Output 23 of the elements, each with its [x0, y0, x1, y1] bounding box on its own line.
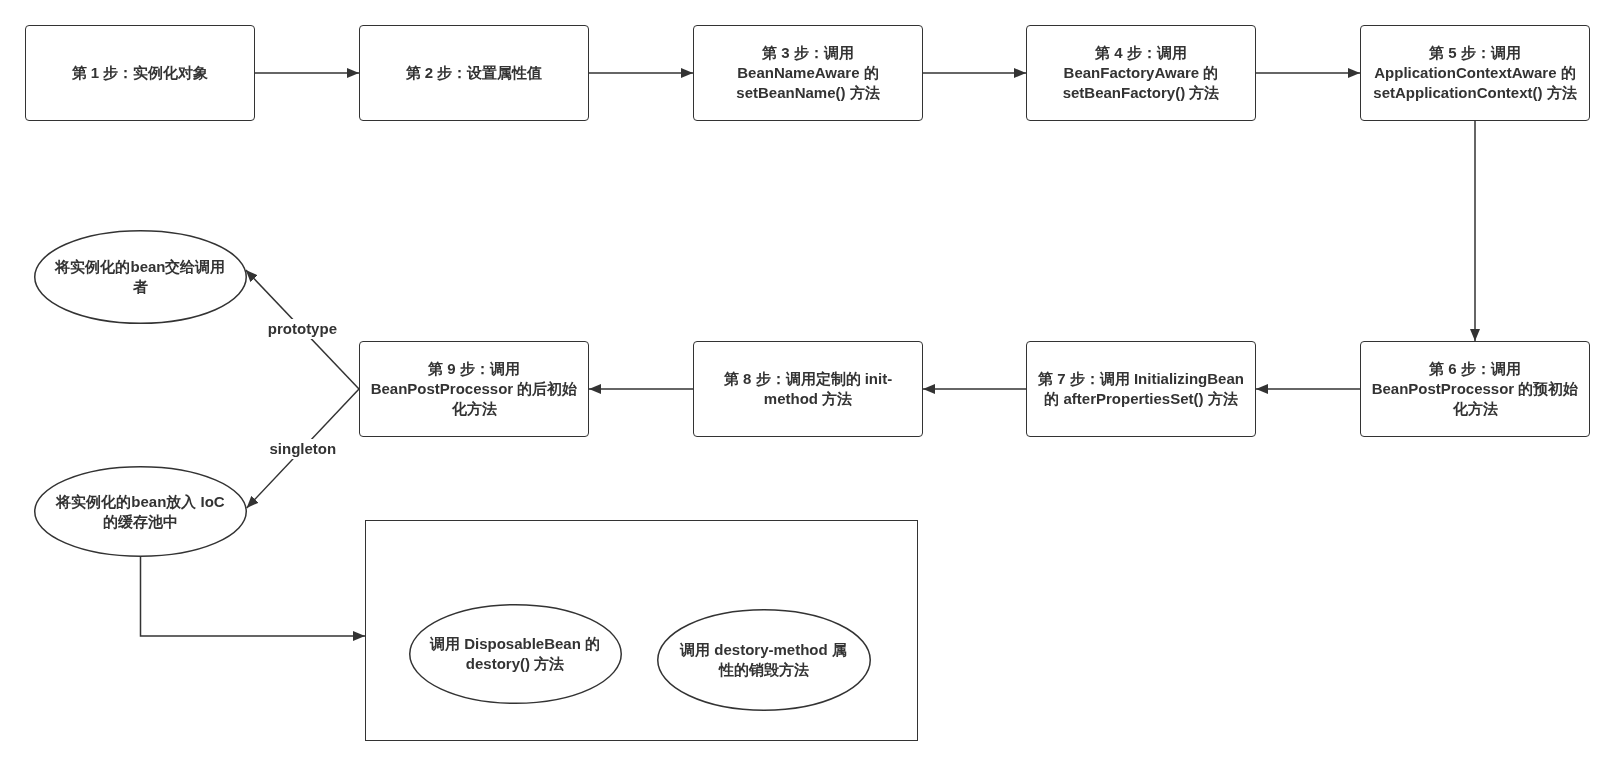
process-box: 第 4 步：调用 BeanFactoryAware 的 setBeanFactory() 方法 — [1026, 25, 1256, 121]
process-box: 第 6 步：调用 BeanPostProcessor 的预初始化方法 — [1360, 341, 1590, 437]
container-box — [365, 520, 918, 741]
process-box: 第 1 步：实例化对象 — [25, 25, 255, 121]
arrow — [922, 68, 1027, 78]
arrow — [139, 556, 366, 641]
process-box: 第 8 步：调用定制的 init-method 方法 — [693, 341, 923, 437]
process-ellipse: 调用 DisposableBean 的 destory() 方法 — [408, 603, 622, 704]
process-box: 第 9 步：调用 BeanPostProcessor 的后初始化方法 — [359, 341, 589, 437]
process-box: 第 5 步：调用 ApplicationContextAware 的 setApplicationContext() 方法 — [1360, 25, 1590, 121]
process-box: 第 2 步：设置属性值 — [359, 25, 589, 121]
process-box: 第 7 步：调用 InitializingBean 的 afterPropertiesSet() 方法 — [1026, 341, 1256, 437]
arrow — [1255, 68, 1361, 78]
arrow — [588, 384, 694, 394]
arrow — [922, 384, 1027, 394]
process-ellipse: 将实例化的bean交给调用者 — [34, 230, 247, 324]
process-ellipse: 将实例化的bean放入 IoC 的缓存池中 — [34, 466, 247, 557]
process-box: 第 3 步：调用 BeanNameAware 的 setBeanName() 方法 — [693, 25, 923, 121]
arrow — [588, 68, 694, 78]
arrow — [254, 68, 360, 78]
arrow — [1255, 384, 1361, 394]
arrow — [1470, 120, 1480, 342]
process-ellipse: 调用 destory-method 属性的销毁方法 — [656, 608, 871, 711]
